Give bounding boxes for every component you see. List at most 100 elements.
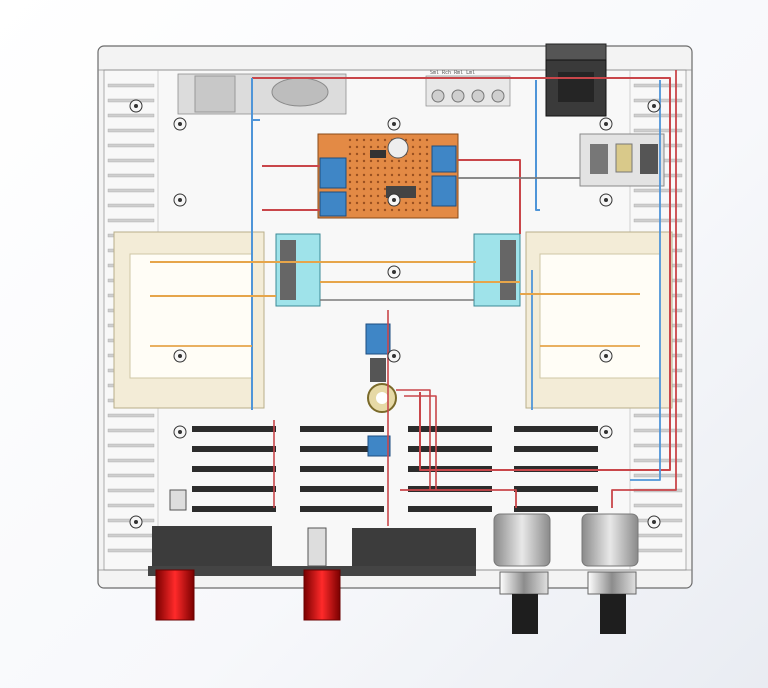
pcb-pad bbox=[383, 166, 387, 170]
vent-fin bbox=[633, 458, 683, 463]
pcb-pad bbox=[355, 159, 359, 163]
vent-slot bbox=[408, 486, 492, 492]
vent-slot bbox=[300, 486, 384, 492]
pcb-pad bbox=[411, 166, 415, 170]
screw-center bbox=[134, 104, 138, 108]
pcb-pad bbox=[369, 145, 373, 149]
pcb-pad bbox=[376, 208, 380, 212]
vent-fin bbox=[633, 188, 683, 193]
pcb-pad bbox=[362, 194, 366, 198]
screw-set bbox=[129, 99, 661, 529]
pcb-pad bbox=[425, 145, 429, 149]
relay-connector-right bbox=[473, 233, 521, 307]
terminal-block bbox=[431, 175, 457, 207]
vent-fin bbox=[633, 503, 683, 508]
pcb-pad bbox=[362, 138, 366, 142]
rca-jack bbox=[431, 89, 445, 103]
pcb-pad bbox=[362, 187, 366, 191]
vent-slot bbox=[514, 446, 598, 452]
pcb-pad bbox=[362, 159, 366, 163]
vent-fin bbox=[107, 428, 155, 433]
vent-fin bbox=[633, 473, 683, 478]
pcb-pad bbox=[362, 208, 366, 212]
screw-center bbox=[392, 270, 396, 274]
vent-fin bbox=[107, 443, 155, 448]
pcb-pad bbox=[390, 166, 394, 170]
rca-jack bbox=[451, 89, 465, 103]
switch-part bbox=[169, 489, 187, 511]
pcb-pad bbox=[383, 159, 387, 163]
pcb-pad bbox=[376, 138, 380, 142]
pcb-pad bbox=[418, 173, 422, 177]
vent-fin bbox=[107, 143, 155, 148]
pcb-pad bbox=[383, 173, 387, 177]
vent-fin bbox=[633, 83, 683, 88]
pcb-pad bbox=[404, 166, 408, 170]
screw-center bbox=[134, 520, 138, 524]
terminal-block bbox=[319, 191, 347, 217]
vent-fin bbox=[107, 158, 155, 163]
pcb-pad bbox=[383, 145, 387, 149]
pcb-pad bbox=[404, 208, 408, 212]
vent-fin bbox=[633, 113, 683, 118]
vent-fin bbox=[107, 128, 155, 133]
vent-slot bbox=[408, 446, 492, 452]
pcb-pad bbox=[348, 152, 352, 156]
pcb-pad bbox=[348, 145, 352, 149]
pcb-pad bbox=[348, 194, 352, 198]
pcb-pad bbox=[390, 208, 394, 212]
vent-fin bbox=[107, 533, 155, 538]
pcb-pad bbox=[376, 145, 380, 149]
pcb-pad bbox=[425, 173, 429, 177]
vent-slot bbox=[300, 466, 384, 472]
vent-slot bbox=[300, 506, 384, 512]
pcb-pad bbox=[348, 173, 352, 177]
pcb-pad bbox=[404, 159, 408, 163]
pcb-pad bbox=[362, 152, 366, 156]
front-bracket-center bbox=[352, 528, 476, 566]
control-pcb bbox=[317, 133, 459, 219]
pcb-pad bbox=[418, 152, 422, 156]
vent-fin bbox=[107, 173, 155, 178]
pcb-pad bbox=[411, 201, 415, 205]
pcb-pad bbox=[355, 145, 359, 149]
screw-center bbox=[652, 520, 656, 524]
volume-pot-right bbox=[581, 513, 639, 567]
pcb-pad bbox=[348, 187, 352, 191]
pcb-pad bbox=[390, 159, 394, 163]
pcb-pad bbox=[355, 208, 359, 212]
knob-icon bbox=[499, 571, 637, 634]
screw-center bbox=[604, 198, 608, 202]
pcb-pad bbox=[355, 180, 359, 184]
bottom-vent-slots bbox=[192, 426, 598, 512]
vent-fin bbox=[107, 188, 155, 193]
vent-slot bbox=[192, 446, 276, 452]
fuse-holder bbox=[307, 527, 327, 567]
pcb-pad bbox=[404, 173, 408, 177]
wiring bbox=[150, 70, 677, 526]
pcb-pad bbox=[369, 194, 373, 198]
rca-jack bbox=[491, 89, 505, 103]
front-bracket-left bbox=[152, 526, 272, 566]
pcb-pad bbox=[348, 138, 352, 142]
pcb-pad bbox=[362, 145, 366, 149]
pcb-pad bbox=[404, 201, 408, 205]
screw-center bbox=[652, 104, 656, 108]
pcb-pad bbox=[411, 173, 415, 177]
pcb-pad bbox=[397, 166, 401, 170]
pcb-pad bbox=[355, 187, 359, 191]
pcb-pad bbox=[355, 166, 359, 170]
pcb-pad bbox=[397, 173, 401, 177]
pcb-pad bbox=[411, 145, 415, 149]
pcb-pad bbox=[383, 138, 387, 142]
screw-center bbox=[392, 198, 396, 202]
vent-fin bbox=[107, 98, 155, 103]
pcb-pad bbox=[425, 138, 429, 142]
pcb-pad bbox=[404, 180, 408, 184]
pcb-pad bbox=[362, 173, 366, 177]
vent-fin bbox=[633, 548, 683, 553]
relay-connector-left bbox=[275, 233, 321, 307]
pcb-pad bbox=[376, 187, 380, 191]
